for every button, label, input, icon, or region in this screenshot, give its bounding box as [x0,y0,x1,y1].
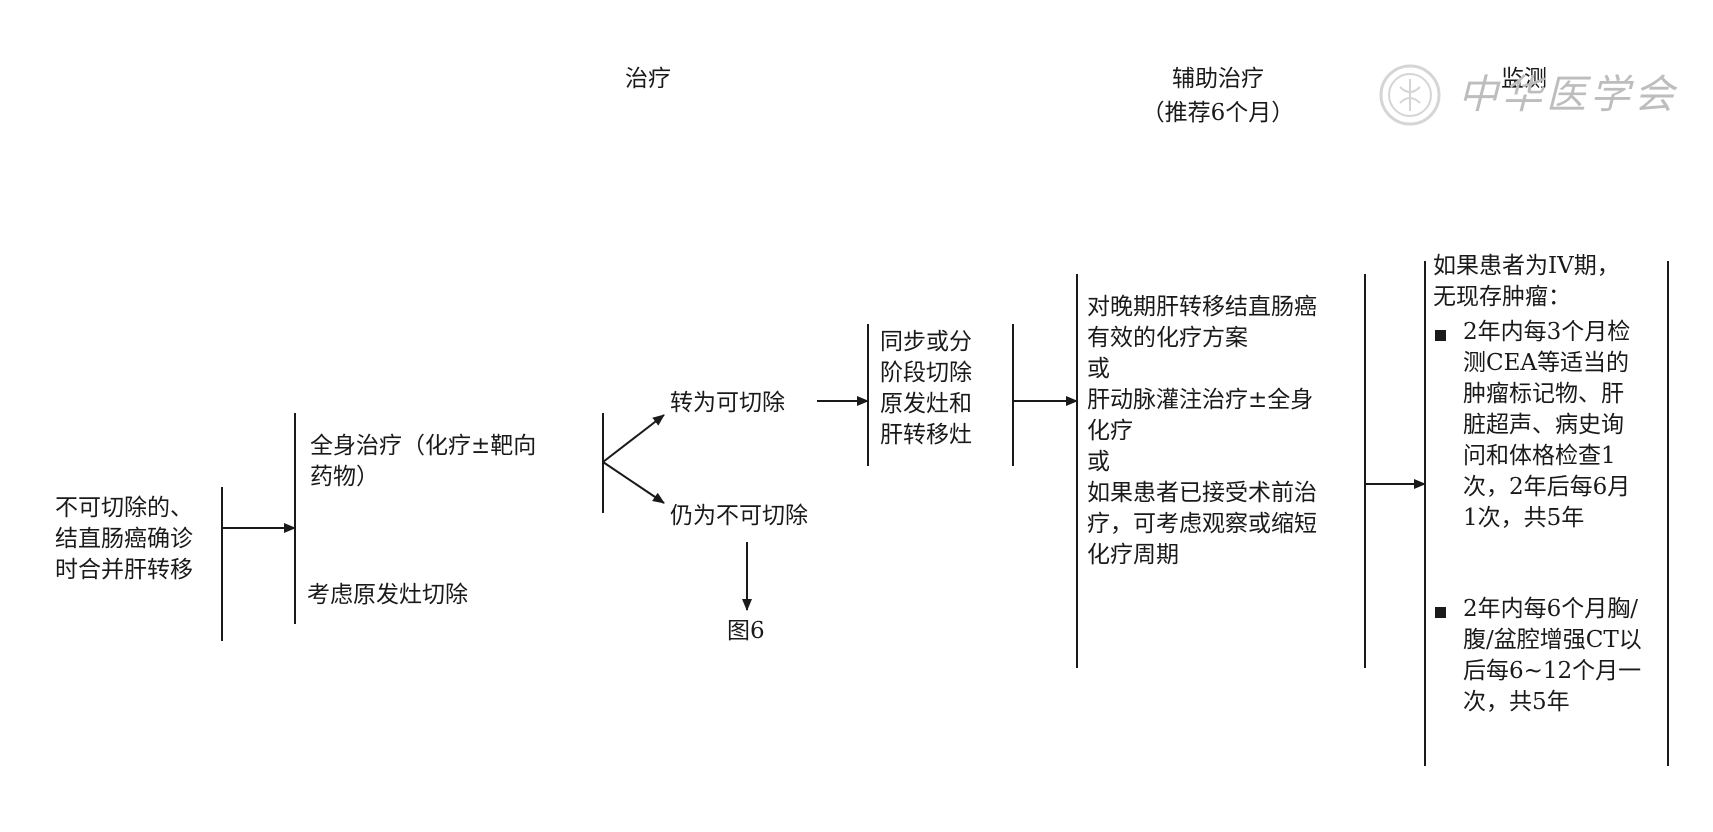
adjuvant-option-line: 如果患者已接受术前治 [1087,480,1317,506]
monitoring-bullet-line: 脏超声、病史询 [1463,412,1624,438]
adjuvant-option-line: 化疗周期 [1087,542,1179,568]
monitoring-bullet-line: 次，共5年 [1463,689,1570,715]
monitoring-bullet-line: 2年内每3个月检 [1463,319,1631,345]
monitoring-intro-line: 如果患者为IV期， [1433,253,1620,279]
primary-resection-node: 考虑原发灶切除 [307,582,468,608]
header-adjuvant-note: （推荐6个月） [1141,100,1295,126]
staged-resection-line: 原发灶和 [880,391,972,417]
adjuvant-option-line: 化疗 [1087,418,1133,444]
monitoring-intro-line: 无现存肿瘤： [1433,284,1571,310]
adjuvant-option-line: 疗，可考虑观察或缩短 [1087,511,1317,537]
start-node-line: 时合并肝转移 [55,557,193,583]
adjuvant-options-node: 对晚期肝转移结直肠癌 有效的化疗方案 或 肝动脉灌注治疗±全身 化疗 或 如果患… [1087,292,1317,571]
staged-resection-line: 阶段切除 [880,360,972,386]
monitoring-bullet-line: 腹/盆腔增强CT以 [1463,627,1642,653]
unresectable-node: 仍为不可切除 [670,503,808,529]
resectable-node: 转为可切除 [670,390,785,416]
arrow-to-resectable [602,414,665,463]
systemic-therapy-node: 全身治疗（化疗±靶向 药物） [310,431,536,493]
start-node-line: 结直肠癌确诊 [55,526,193,552]
adjuvant-option-line: 对晚期肝转移结直肠癌 [1087,294,1317,320]
monitoring-bullet-line: 测CEA等适当的 [1463,350,1629,376]
square-bullet-icon [1435,607,1446,618]
monitoring-node: 如果患者为IV期， 无现存肿瘤： 2年内每3个月检 测CEA等适当的 肿瘤标记物… [1433,251,1642,718]
systemic-therapy-line: 全身治疗（化疗±靶向 [310,433,537,459]
header-monitoring: 监测 [1501,66,1547,92]
monitoring-bullet-line: 1次，共5年 [1463,505,1585,531]
monitoring-bullet-line: 肿瘤标记物、肝 [1463,381,1624,407]
adjuvant-option-line: 或 [1087,356,1110,382]
adjuvant-option-line: 有效的化疗方案 [1087,325,1248,351]
watermark-text: 中华医学会 [1458,72,1678,118]
staged-resection-line: 同步或分 [880,329,972,355]
monitoring-bullet-line: 2年内每6个月胸/ [1463,596,1639,622]
monitoring-bullet-line: 后每6~12个月一 [1463,658,1642,684]
monitoring-bullet-item: 2年内每3个月检 测CEA等适当的 肿瘤标记物、肝 脏超声、病史询 问和体格检查… [1433,317,1642,534]
monitoring-bullet-item: 2年内每6个月胸/ 腹/盆腔增强CT以 后每6~12个月一 次，共5年 [1433,594,1642,718]
staged-resection-node: 同步或分 阶段切除 原发灶和 肝转移灶 [880,327,972,451]
systemic-therapy-line: 药物） [310,464,379,490]
monitoring-bullet-line: 问和体格检查1 [1463,443,1616,469]
header-adjuvant: 辅助治疗 （推荐6个月） [1138,62,1298,130]
adjuvant-option-line: 或 [1087,449,1110,475]
figure-reference: 图6 [727,618,765,644]
header-adjuvant-title: 辅助治疗 [1172,66,1264,92]
header-treatment: 治疗 [625,66,671,92]
staged-resection-line: 肝转移灶 [880,422,972,448]
square-bullet-icon [1435,330,1446,341]
association-seal-icon [1379,64,1441,126]
adjuvant-option-line: 肝动脉灌注治疗±全身 [1087,387,1314,413]
arrow-to-unresectable [602,461,665,504]
start-node-line: 不可切除的、 [55,495,193,521]
start-node: 不可切除的、 结直肠癌确诊 时合并肝转移 [55,493,193,586]
monitoring-bullet-line: 次，2年后每6月 [1463,474,1631,500]
